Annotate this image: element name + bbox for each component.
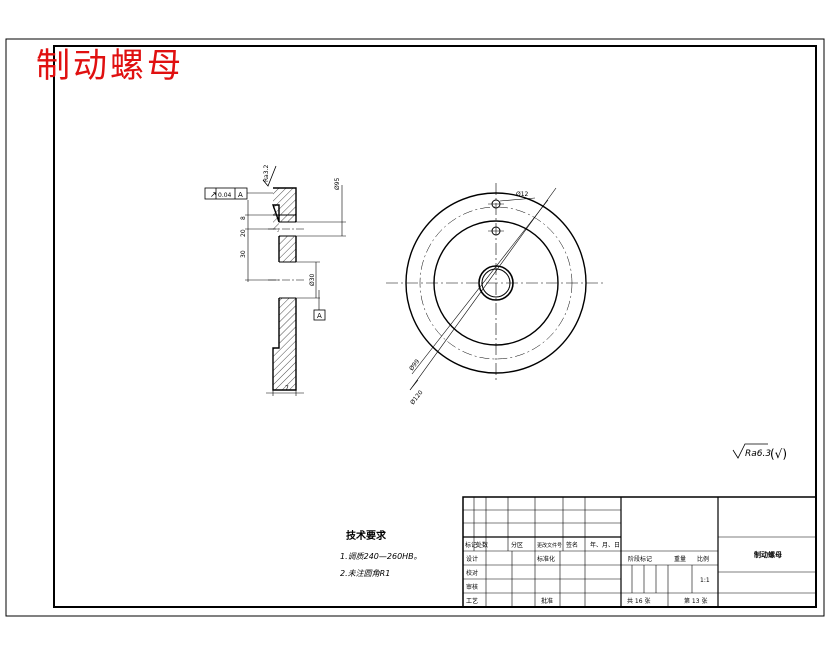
outer-border (5, 38, 825, 617)
tb-scale-value: 1:1 (700, 577, 710, 584)
tb-change-header: 更改文件号 (537, 542, 562, 549)
tb-check: 校对 (466, 569, 478, 577)
roughness-suffix: (√) (770, 447, 787, 461)
roughness-symbol (732, 443, 768, 459)
dim-left-long: 30 (240, 250, 247, 258)
tb-process: 工艺 (466, 597, 478, 605)
tech-req-line2: 2.未注圆角R1 (340, 569, 390, 578)
title-block (462, 496, 817, 608)
tb-review: 审核 (466, 583, 478, 591)
tb-design: 设计 (466, 555, 478, 563)
tb-total-sheets: 共 16 张 (627, 597, 650, 605)
front-view (386, 183, 606, 391)
tech-req-heading: 技术要求 (346, 529, 387, 542)
tech-req-line1: 1.调质240—260HB。 (340, 552, 422, 561)
tb-stage-mark: 阶段标记 (628, 555, 652, 563)
tb-part-name: 制动螺母 (754, 550, 782, 559)
dim-left-small: 8 (240, 216, 247, 220)
tb-sign-header: 签名 (566, 541, 578, 549)
tb-scale: 比例 (697, 555, 709, 563)
tb-zone-header: 分区 (511, 541, 523, 549)
dim-outer-1: Ø99 (408, 358, 421, 372)
dim-bore: Ø30 (309, 273, 316, 286)
dim-thickness: 7 (285, 385, 289, 392)
tb-approve: 批准 (541, 597, 553, 605)
tb-date-header: 年、月、日 (590, 541, 620, 549)
dim-outer-2: Ø120 (409, 389, 425, 406)
dim-top-right: Ø95 (334, 177, 341, 190)
tb-mark-header: 标记 (465, 541, 477, 549)
inner-frame (53, 45, 817, 608)
section-view (204, 165, 346, 396)
sheet-title: 制动螺母 (36, 46, 184, 86)
tolerance-value: 0.04 (218, 192, 232, 199)
tolerance-symbol: ↗ (210, 190, 217, 199)
tolerance-datum: A (238, 191, 243, 199)
tb-sheet-number: 第 13 张 (684, 597, 707, 605)
section-roughness-label: Ra3.2 (263, 165, 270, 182)
tb-standardize: 标准化 (537, 555, 555, 563)
datum-label: A (317, 312, 322, 320)
dim-hole: Ø12 (516, 191, 529, 198)
roughness-value: Ra6.3 (745, 449, 771, 459)
dim-left-mid: 20 (240, 229, 247, 237)
tb-count-header: 处数 (476, 541, 488, 549)
tb-weight: 重量 (674, 555, 686, 563)
